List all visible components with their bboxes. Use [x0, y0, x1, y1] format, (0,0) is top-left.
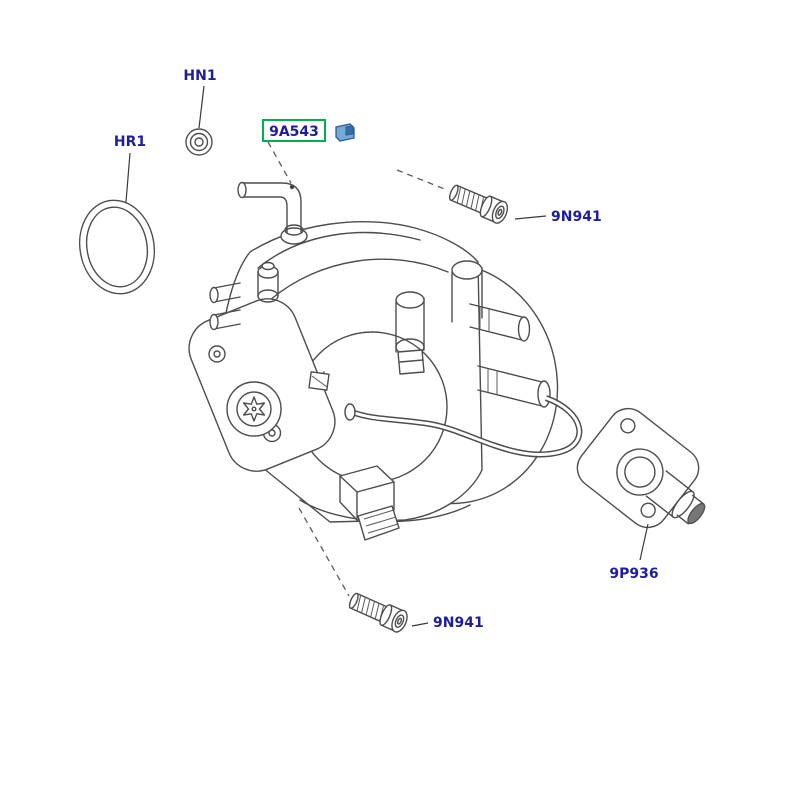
leader-9a543-dot — [289, 184, 295, 190]
leader-hn1 — [198, 85, 205, 129]
hr1-oring-part — [78, 199, 156, 295]
leader-9n941-lower-dashed — [298, 507, 350, 597]
label-hr1: HR1 — [114, 134, 146, 150]
label-9n941-upper: 9N941 — [551, 209, 602, 225]
hn1-nut-part — [185, 128, 213, 156]
leader-9a543-dashed — [267, 141, 292, 184]
leader-9n941-lower — [411, 622, 429, 627]
highlight-box-9a543 — [262, 119, 326, 142]
leader-9n941-upper-dashed — [396, 169, 448, 191]
upper-bolt-part — [445, 180, 512, 227]
label-9p936: 9P936 — [609, 566, 658, 582]
label-hn1: HN1 — [183, 68, 216, 84]
lower-bolt-part — [345, 588, 411, 635]
leader-9n941-upper — [514, 215, 547, 220]
pump-assembly-drawing — [188, 181, 583, 541]
connector-clip-icon — [335, 123, 355, 142]
label-9n941-lower: 9N941 — [433, 615, 484, 631]
leader-hr1 — [125, 152, 131, 203]
flange-valve-part — [576, 407, 706, 529]
leader-9p936 — [639, 523, 649, 561]
label-9a543: 9A543 — [269, 124, 319, 140]
